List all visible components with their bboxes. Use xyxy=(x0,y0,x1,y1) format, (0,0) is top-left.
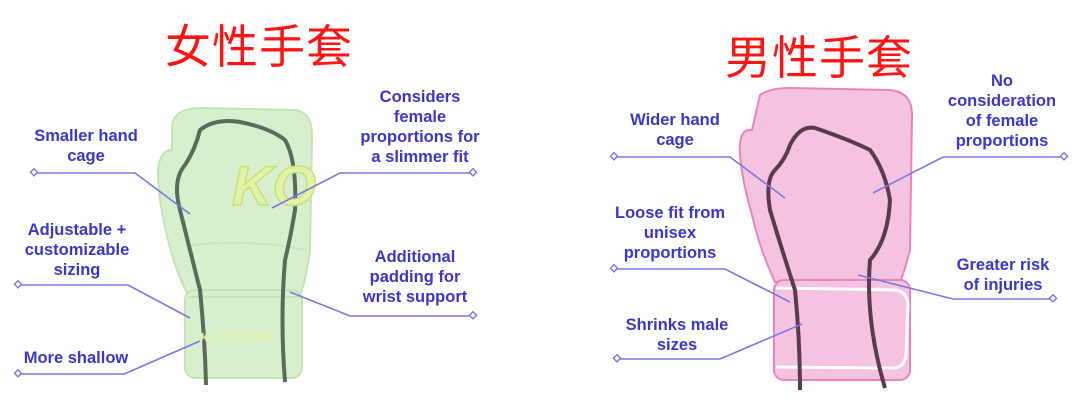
label-line: customizable xyxy=(24,241,130,259)
label-greater-risk: Greater risk of injuries xyxy=(957,255,1050,295)
label-adjustable-sizing: Adjustable + customizable sizing xyxy=(25,220,130,280)
label-line: Considers xyxy=(379,88,461,106)
label-line: unisex xyxy=(643,224,697,242)
womens-glove-title: 女性手套 xyxy=(165,20,353,74)
mens-glove-title: 男性手套 xyxy=(725,31,913,85)
ko-studio-brand: KO STUDIO xyxy=(200,330,272,345)
label-line: proportions for xyxy=(360,128,480,146)
label-line: of female xyxy=(965,112,1039,130)
womens-glove: KO KO STUDIO xyxy=(156,106,317,386)
label-line: Shrinks male xyxy=(625,316,729,334)
mens-glove xyxy=(738,86,914,391)
label-line: sizing xyxy=(53,261,101,279)
label-considers-female-proportions: Considers female proportions for a slimm… xyxy=(360,87,479,167)
label-line: Wider hand xyxy=(630,111,720,129)
label-line: a slimmer fit xyxy=(371,148,469,166)
label-line: Loose fit from xyxy=(615,204,725,222)
label-line: Adjustable + xyxy=(27,221,127,239)
label-shrinks-male-sizes: Shrinks male sizes xyxy=(626,315,729,355)
label-line: cage xyxy=(67,147,105,165)
leader-lines xyxy=(18,156,1064,375)
label-line: Smaller hand xyxy=(34,127,138,145)
ko-logo: KO xyxy=(232,154,316,217)
label-line: wrist support xyxy=(362,288,468,306)
label-loose-fit: Loose fit from unisex proportions xyxy=(615,203,725,263)
label-wider-hand-cage: Wider hand cage xyxy=(630,110,720,150)
leader-endpoints xyxy=(13,151,1069,378)
label-line: sizes xyxy=(656,336,698,354)
label-line: female xyxy=(393,108,447,126)
label-line: padding for xyxy=(369,268,461,286)
label-line: proportions xyxy=(955,132,1049,150)
label-line: No xyxy=(991,72,1013,90)
label-line: consideration xyxy=(947,92,1057,110)
label-additional-padding: Additional padding for wrist support xyxy=(363,247,468,307)
label-line: Greater risk xyxy=(956,256,1050,274)
label-line: Additional xyxy=(374,248,456,266)
label-smaller-hand-cage: Smaller hand cage xyxy=(34,126,138,166)
label-more-shallow: More shallow xyxy=(24,348,129,368)
label-line: cage xyxy=(656,131,694,149)
label-line: of injuries xyxy=(963,276,1043,294)
label-no-consideration: No consideration of female proportions xyxy=(948,71,1056,151)
label-line: proportions xyxy=(623,244,717,262)
label-line: More shallow xyxy=(23,349,129,367)
